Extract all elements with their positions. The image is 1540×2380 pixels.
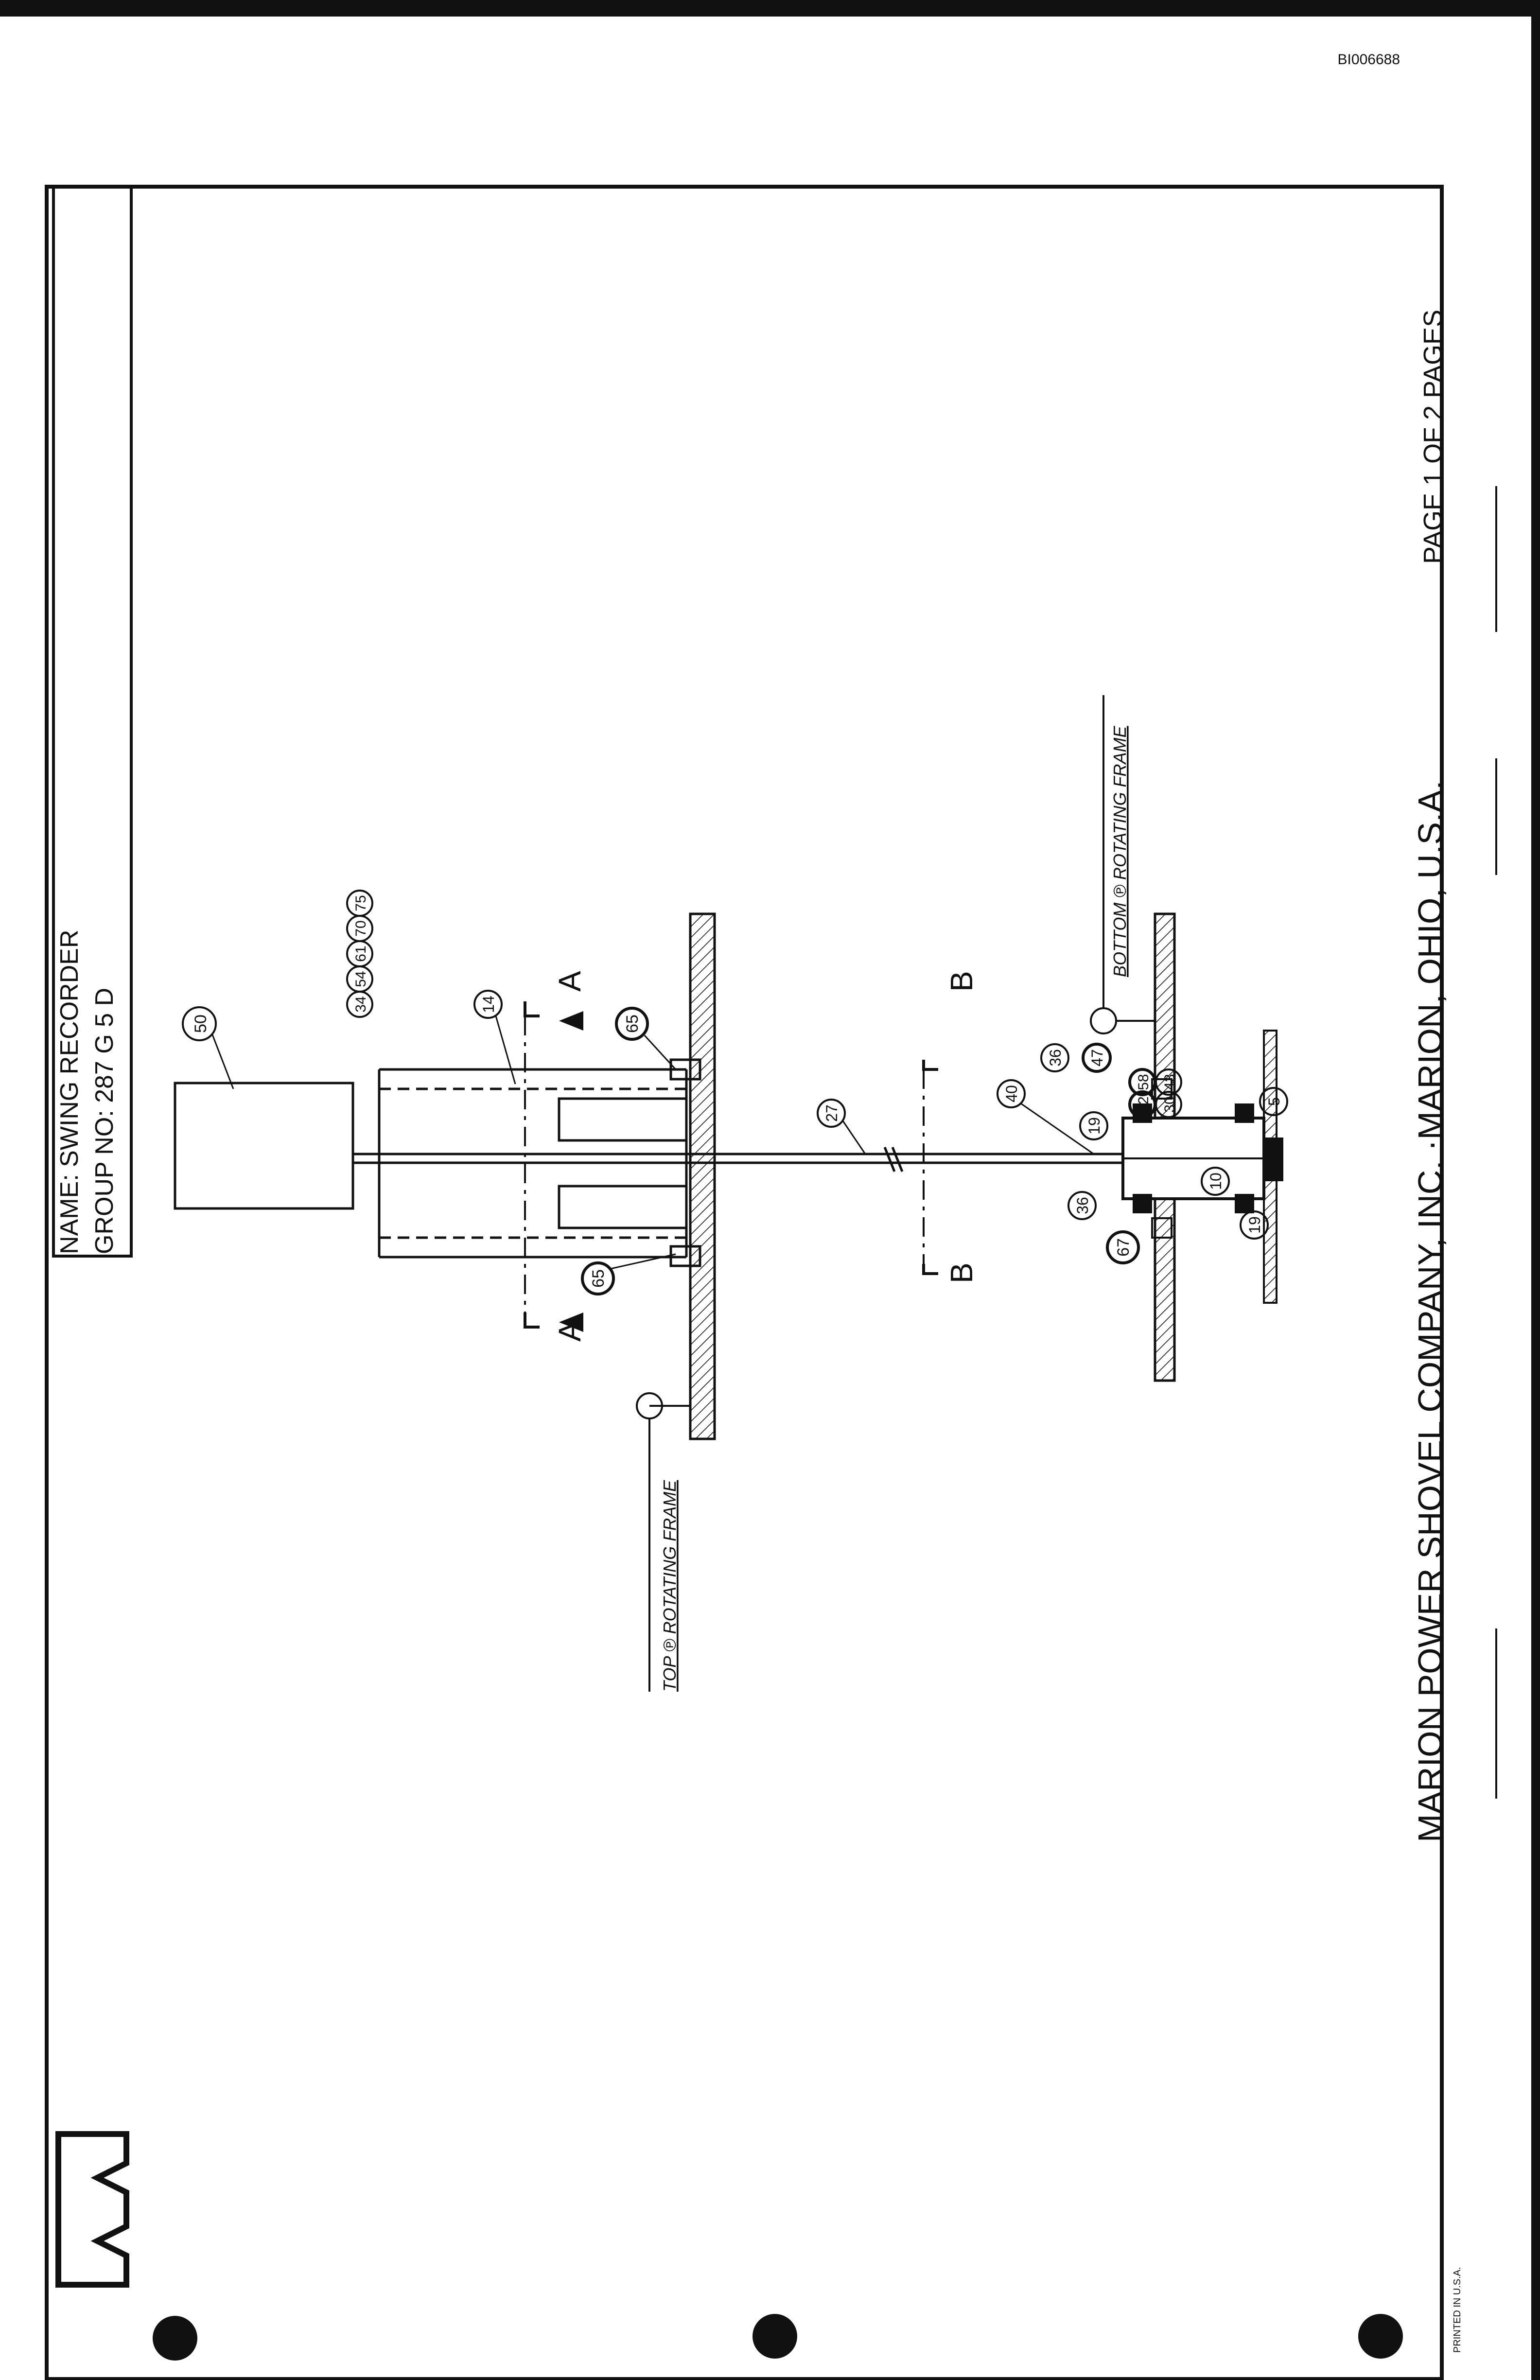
scan-right-edge <box>1531 0 1540 2380</box>
svg-text:27: 27 <box>823 1104 840 1122</box>
svg-text:10: 10 <box>1207 1172 1225 1190</box>
callout-5: 5 <box>1259 1087 1288 1116</box>
callout-30: 30 <box>1155 1091 1182 1118</box>
callout-67: 67 <box>1106 1230 1140 1264</box>
callout-50: 50 <box>182 1006 234 1089</box>
footer-page: PAGE 1 OF 2 PAGES <box>1418 310 1448 564</box>
callout-72: 72 <box>1128 1090 1156 1119</box>
callout-row-top: 34 54 61 70 75 <box>346 890 373 1018</box>
marion-logo <box>55 2131 129 2288</box>
svg-text:65: 65 <box>623 1015 642 1033</box>
drawing-border <box>45 185 1444 2380</box>
section-a-top: A <box>552 971 587 992</box>
footer-printed: PRINTED IN U.S.A. <box>1452 2267 1463 2353</box>
top-frame-plate <box>689 912 716 1440</box>
svg-text:50: 50 <box>192 1015 210 1033</box>
callouts: 50 34 54 61 70 75 14 65 65 <box>182 890 1288 1295</box>
svg-text:19: 19 <box>1085 1117 1103 1135</box>
callout-40: 40 <box>997 1079 1094 1155</box>
svg-text:54: 54 <box>353 971 369 987</box>
svg-text:72: 72 <box>1136 1096 1152 1112</box>
callout-43: 43 <box>1155 1068 1182 1096</box>
svg-text:75: 75 <box>353 895 369 911</box>
svg-text:47: 47 <box>1088 1049 1106 1067</box>
section-b-top: B <box>944 971 979 992</box>
svg-text:19: 19 <box>1246 1216 1263 1234</box>
svg-text:67: 67 <box>1114 1238 1133 1257</box>
svg-text:36: 36 <box>1074 1197 1091 1214</box>
svg-text:14: 14 <box>480 996 497 1013</box>
callout-14: 14 <box>473 990 516 1085</box>
svg-text:43: 43 <box>1162 1074 1178 1090</box>
section-a-line: A A <box>524 971 587 1342</box>
svg-text:70: 70 <box>353 920 369 936</box>
title-group: GROUP NO: 287 G 5 D <box>90 988 119 1254</box>
recorder-housing <box>378 1058 701 1267</box>
title-name: NAME: SWING RECORDER <box>55 930 84 1254</box>
svg-text:30: 30 <box>1162 1096 1178 1112</box>
bottom-frame-label-text: BOTTOM ℗ ROTATING FRAME <box>1110 725 1130 977</box>
callout-27: 27 <box>817 1099 866 1155</box>
callout-36-left: 36 <box>1068 1191 1097 1220</box>
top-frame-label: TOP ℗ ROTATING FRAME <box>636 1392 690 1692</box>
top-frame-label-text: TOP ℗ ROTATING FRAME <box>660 1480 680 1692</box>
recorder-box <box>174 1082 354 1210</box>
callout-19-bottom: 19 <box>1240 1210 1269 1240</box>
svg-text:40: 40 <box>1003 1085 1020 1102</box>
section-b-bottom: B <box>944 1262 979 1283</box>
shaft <box>353 1147 1147 1172</box>
section-b-line: B B <box>922 971 979 1283</box>
footer-company: MARION POWER SHOVEL COMPANY, INC. ·MARIO… <box>1411 780 1449 1842</box>
title-block: NAME: SWING RECORDER GROUP NO: 287 G 5 D <box>52 185 133 1258</box>
bearing-assembly <box>1121 1078 1283 1239</box>
svg-text:5: 5 <box>1265 1097 1283 1106</box>
section-a-bottom: A <box>552 1321 587 1342</box>
document-id: BI006688 <box>1338 52 1400 68</box>
svg-text:61: 61 <box>353 945 369 962</box>
callout-65-top: 65 <box>615 1007 677 1070</box>
svg-text:65: 65 <box>589 1269 608 1288</box>
binder-hole-left <box>153 2316 197 2361</box>
svg-text:34: 34 <box>353 996 369 1012</box>
svg-text:36: 36 <box>1047 1049 1064 1067</box>
scan-top-edge <box>0 0 1540 17</box>
callout-47: 47 <box>1082 1043 1112 1073</box>
svg-text:58: 58 <box>1136 1074 1152 1090</box>
callout-10: 10 <box>1201 1167 1230 1196</box>
binder-hole-middle <box>752 2314 797 2359</box>
binder-hole-right <box>1358 2314 1403 2359</box>
callout-65-bottom: 65 <box>581 1253 676 1295</box>
callout-36-right: 36 <box>1040 1043 1069 1072</box>
callout-19-top: 19 <box>1079 1111 1108 1140</box>
bottom-frame-label: BOTTOM ℗ ROTATING FRAME <box>1090 695 1155 1034</box>
